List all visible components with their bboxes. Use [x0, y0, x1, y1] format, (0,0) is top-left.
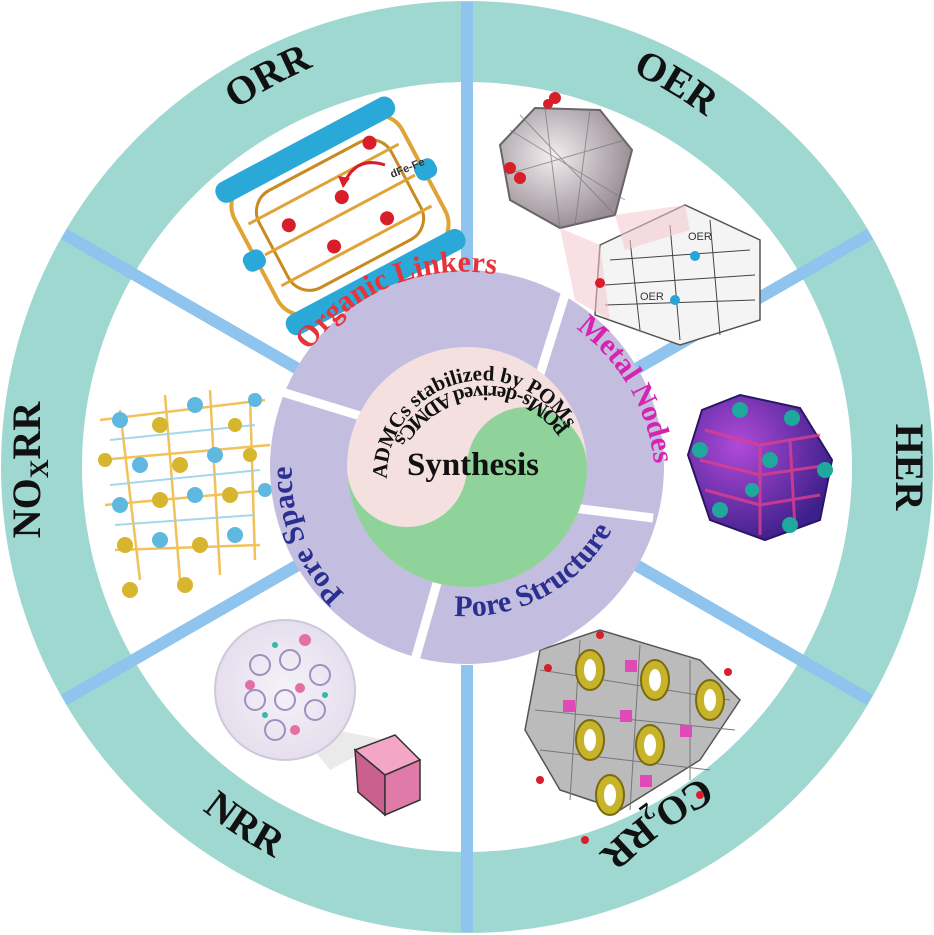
oer-label-2: OER [640, 291, 664, 303]
oer-label-1: OER [688, 231, 712, 243]
her-illustration [686, 393, 834, 542]
ring-spokes [61, 2, 873, 932]
oer-illustration: OER OER [498, 92, 761, 346]
noxrr-illustration [98, 389, 272, 598]
label-noxrr: NOXRR [4, 401, 54, 539]
center-title: Synthesis [407, 447, 539, 483]
orr-illustration: dFe-Fe [215, 96, 466, 336]
co2rr-illustration [524, 629, 741, 844]
center-yin-yang [347, 347, 587, 587]
label-her: HER [887, 424, 932, 512]
nrr-illustration [214, 619, 422, 817]
